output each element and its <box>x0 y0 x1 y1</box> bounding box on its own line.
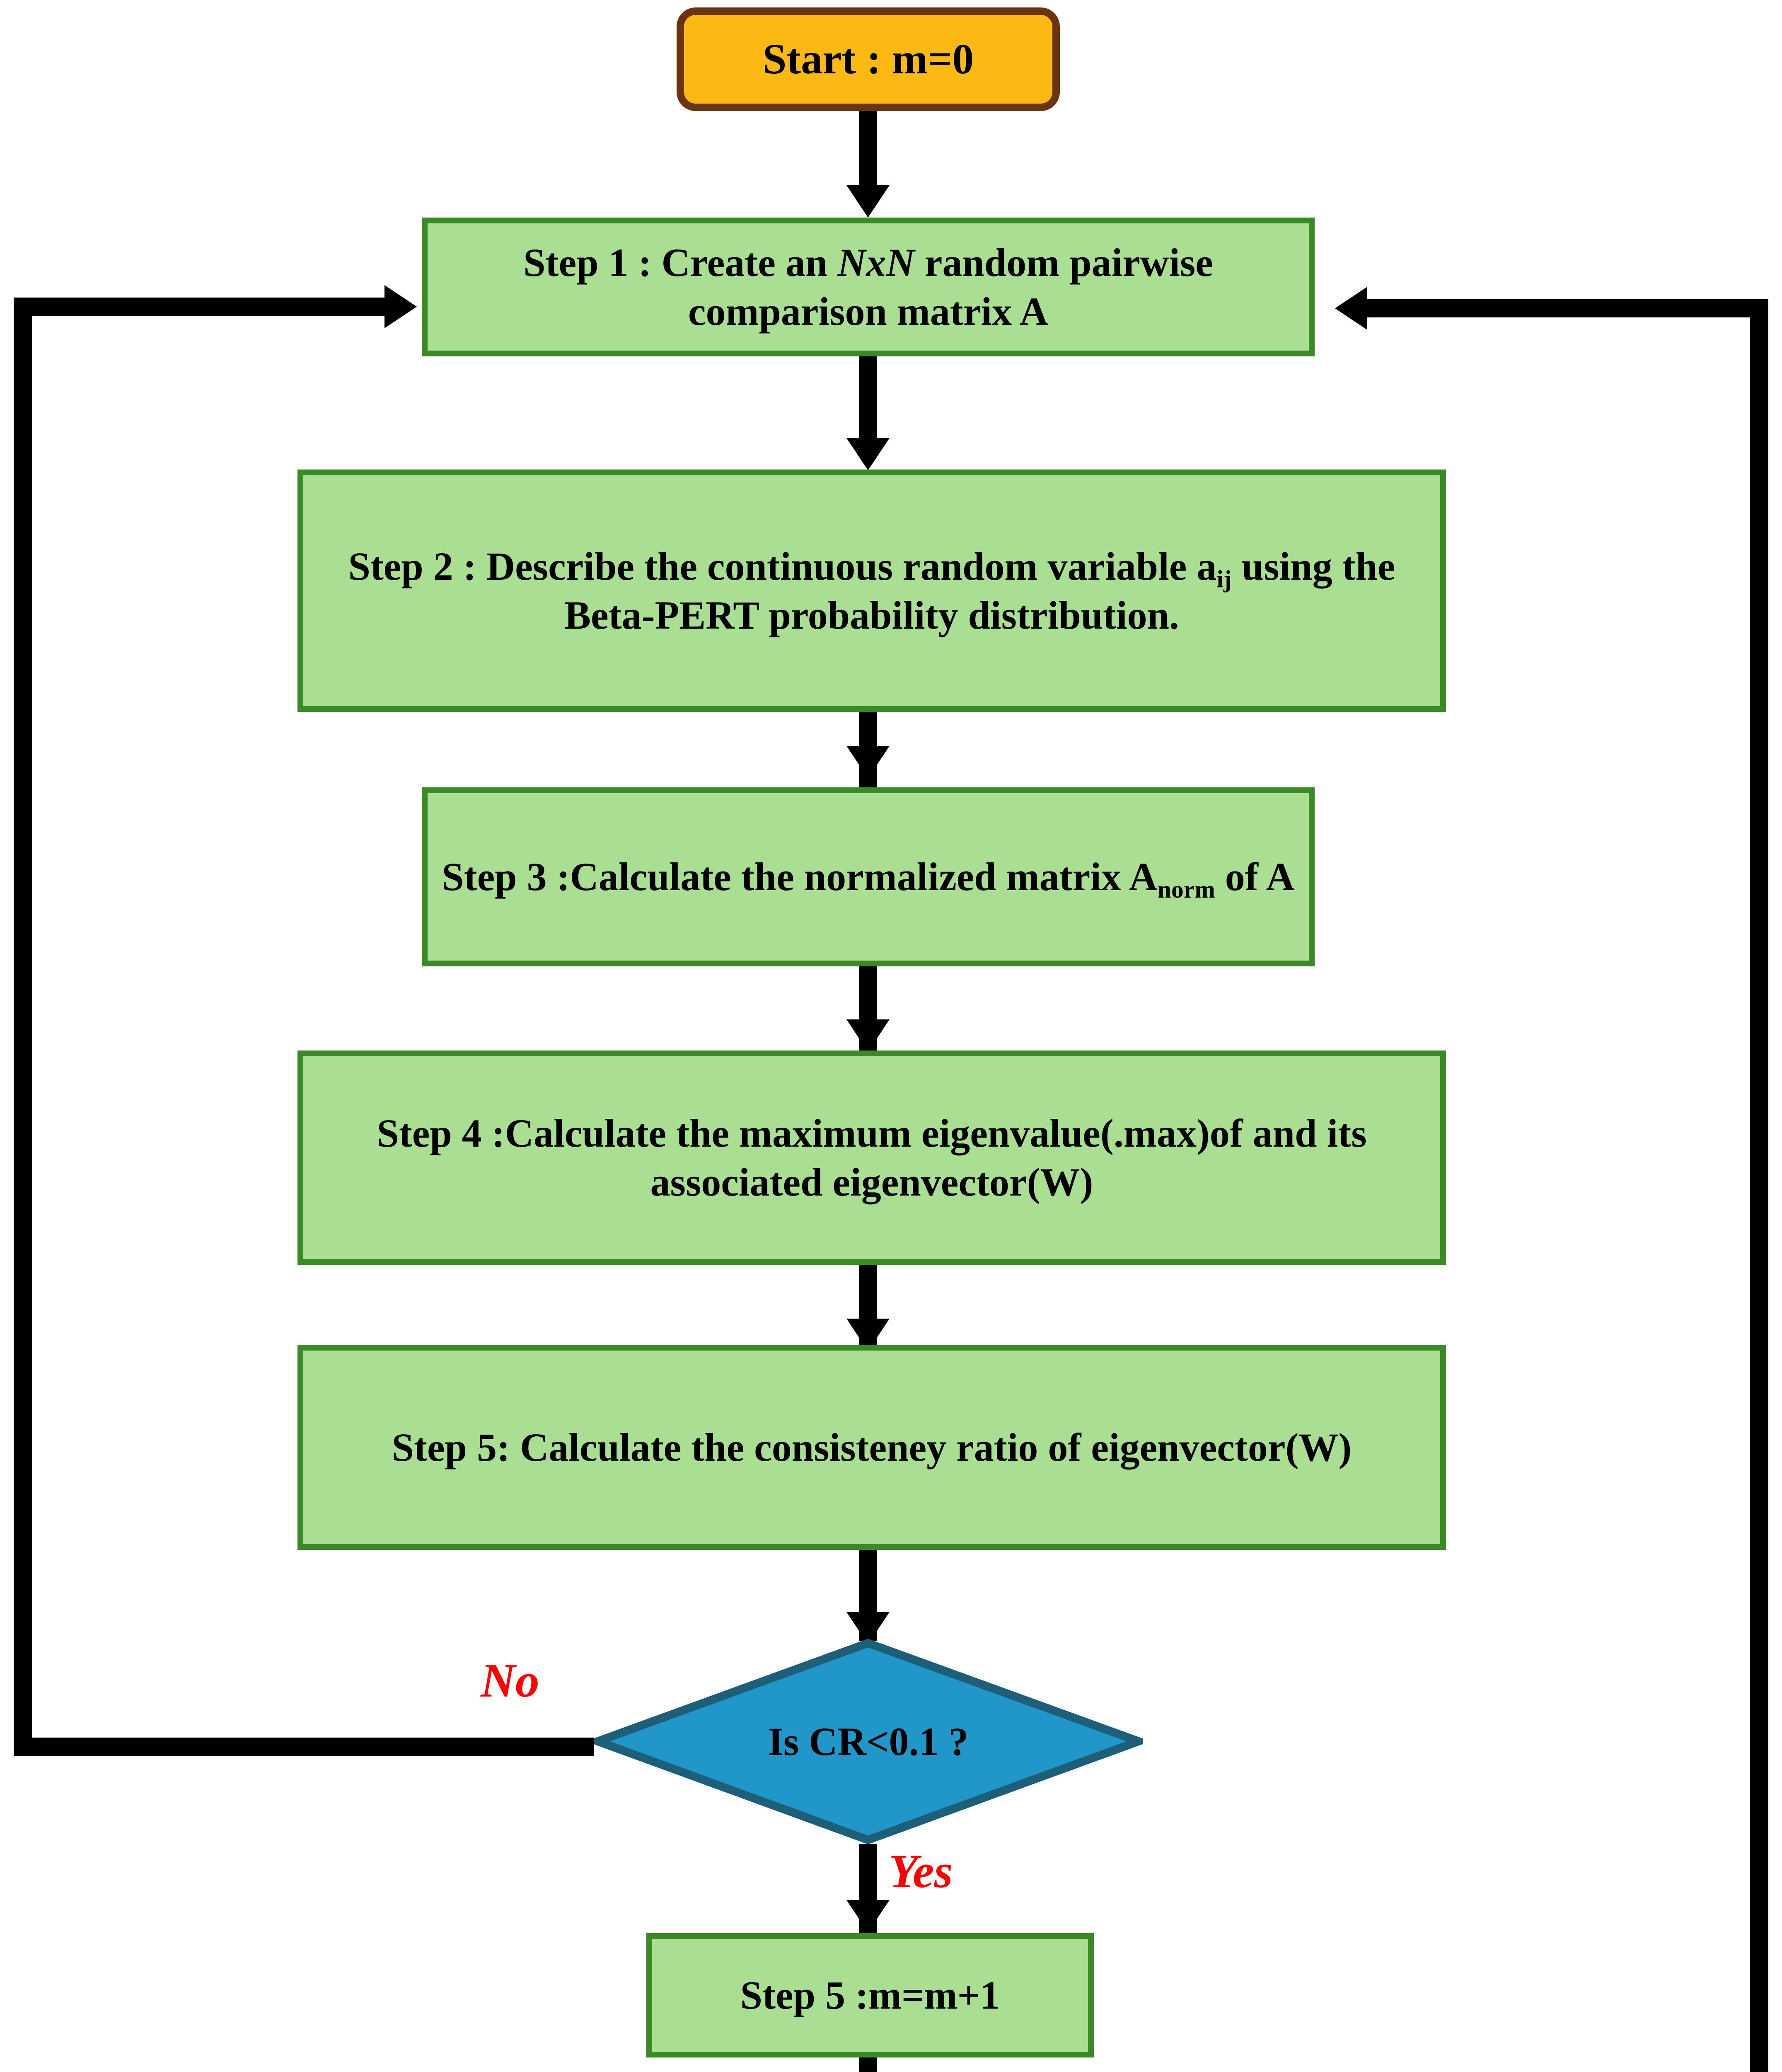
edge-label-decision1-no: No <box>481 1654 539 1707</box>
arrowhead-loop-right-to-step1 <box>1335 287 1367 330</box>
arrowhead-loop-left-to-step1 <box>384 285 417 328</box>
node-step4-label: Step 4 :Calculate the maximum eigenvalue… <box>377 1111 1367 1204</box>
loop-left-vertical <box>14 298 32 1756</box>
node-step1-emphasis: NxN <box>837 240 915 285</box>
loop-left-horizontal-bottom <box>14 1738 594 1756</box>
node-step3-subscript: norm <box>1157 876 1215 903</box>
edge-label-decision1-yes: Yes <box>889 1845 953 1898</box>
node-step5-increment[interactable]: Step 5 :m=m+1 <box>646 1933 1094 2057</box>
node-step4[interactable]: Step 4 :Calculate the maximum eigenvalue… <box>297 1051 1446 1265</box>
arrowhead-step1-to-step2 <box>846 438 890 470</box>
node-step1[interactable]: Step 1 : Create an NxN random pairwise c… <box>422 218 1315 356</box>
node-step5-consistency-label: Step 5: Calculate the consisteney ratio … <box>392 1425 1352 1469</box>
loop-left-horizontal-top <box>14 298 384 316</box>
decision1-shape <box>594 1639 1143 1844</box>
connector-step1-to-step2 <box>859 356 877 445</box>
arrowhead-step2-to-step3 <box>846 746 890 778</box>
connector-start-to-step1 <box>859 111 877 194</box>
node-step2[interactable]: Step 2 : Describe the continuous random … <box>297 470 1446 712</box>
connector-step5inc-to-decision2 <box>859 2057 877 2072</box>
node-step2-subscript: ij <box>1216 565 1232 593</box>
node-start-label: Start : m=0 <box>762 35 974 83</box>
node-step5-increment-label: Step 5 :m=m+1 <box>740 1973 1000 2018</box>
node-step1-label: Step 1 : Create an NxN random pairwise c… <box>523 240 1213 334</box>
node-start[interactable]: Start : m=0 <box>677 7 1060 111</box>
arrowhead-decision1-to-step5inc <box>846 1900 890 1932</box>
node-step3[interactable]: Step 3 :Calculate the normalized matrix … <box>422 787 1315 966</box>
arrowhead-start-to-step1 <box>846 185 890 218</box>
node-decision1[interactable]: Is CR<0.1 ? <box>594 1639 1143 1844</box>
arrowhead-step3-to-step4 <box>846 1019 890 1052</box>
loop-right-horizontal-top <box>1367 299 1768 317</box>
node-step3-label: Step 3 :Calculate the normalized matrix … <box>442 854 1295 903</box>
node-step5-consistency[interactable]: Step 5: Calculate the consisteney ratio … <box>297 1345 1446 1550</box>
node-step2-label: Step 2 : Describe the continuous random … <box>348 544 1395 637</box>
loop-right-vertical <box>1750 299 1768 2072</box>
